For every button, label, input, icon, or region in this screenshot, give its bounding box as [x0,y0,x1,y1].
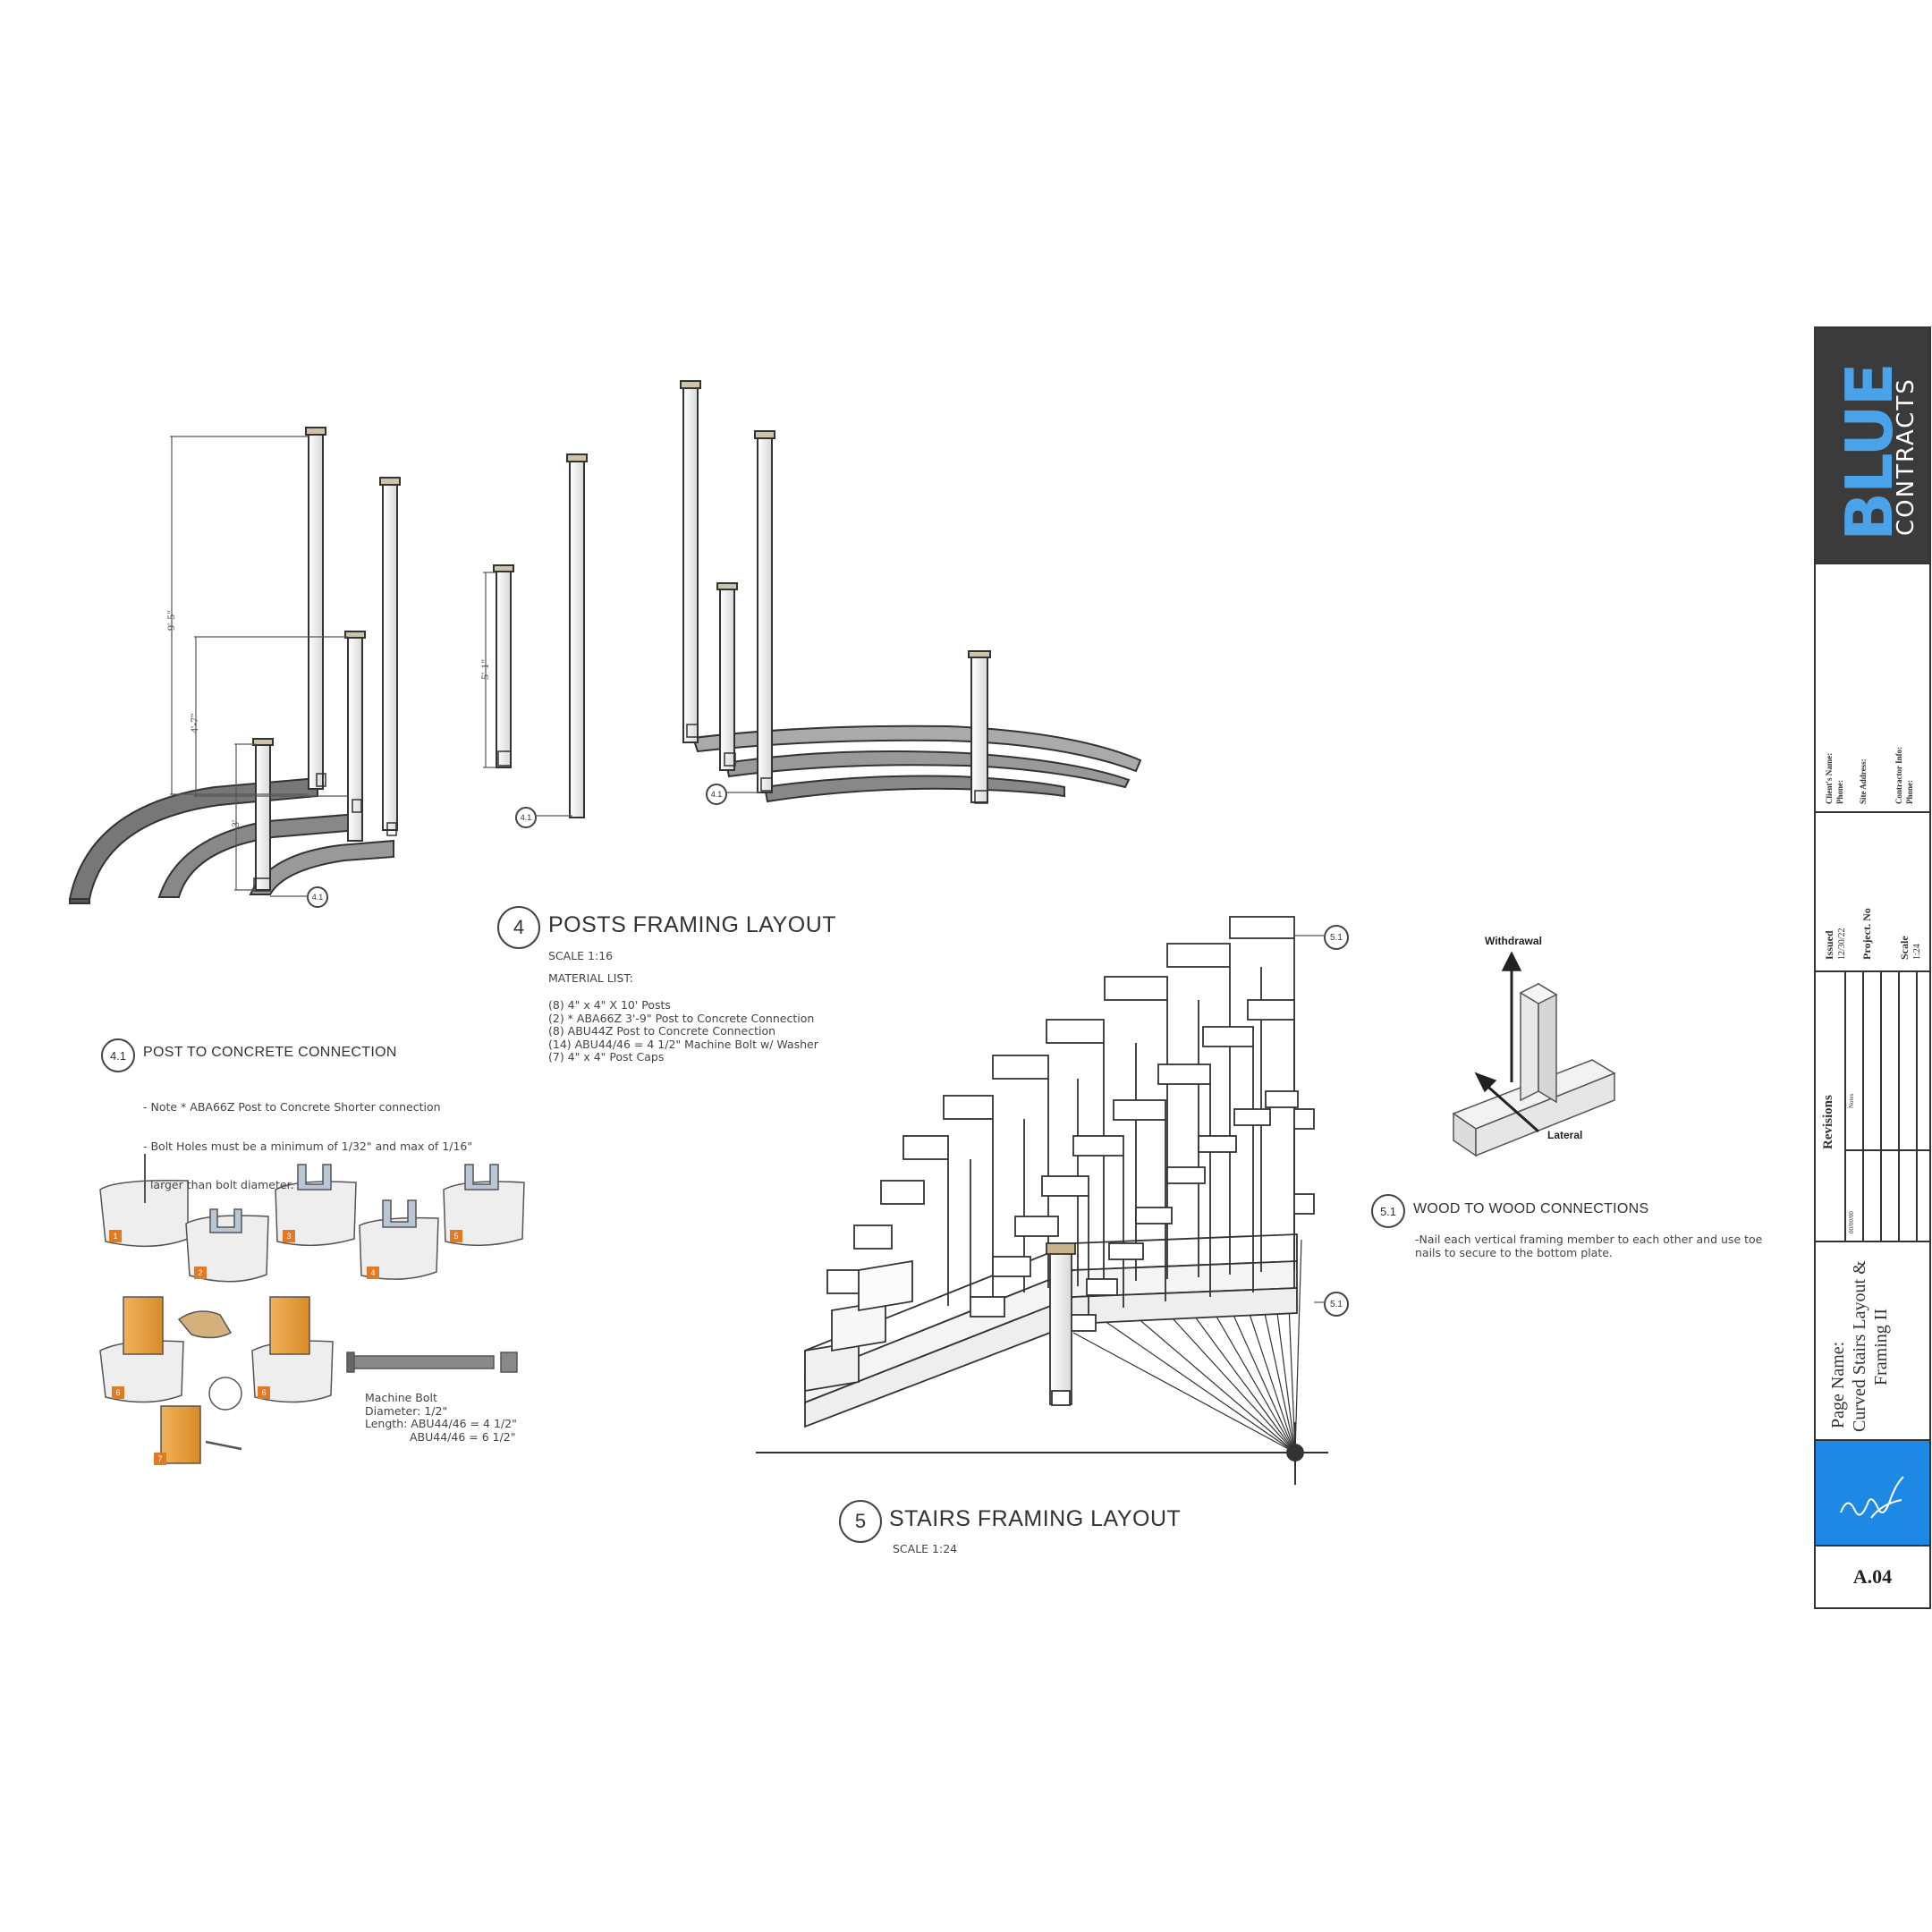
dimension-label: 4'-7" [188,712,200,733]
drawing-5-title: STAIRS FRAMING LAYOUT [889,1506,1182,1531]
page-name-line: Curved Stairs Layout & [1850,1260,1869,1432]
revisions-label: Revisions [1821,1095,1835,1149]
callout-bubble-5-1[interactable]: 5.1 [1324,925,1349,950]
detail-5-1-note: -Nail each vertical framing member to ea… [1415,1233,1762,1259]
callout-leaders-5-1 [1294,935,1324,1303]
bolt-label-line: ABU44/46 = 6 1/2" [410,1429,516,1444]
drawing-number-4: 4 [497,906,540,949]
step-tag: 5 [450,1230,462,1242]
material-list: (8) 4" x 4" X 10' Posts (2) * ABA66Z 3'-… [548,998,818,1064]
contractor-phone-field: Phone: [1905,780,1914,804]
page-name-section: Page Name: Curved Stairs Layout & Framin… [1816,1241,1929,1441]
site-address-field: Site Address: [1859,758,1868,804]
page-name-line: Page Name: [1828,1341,1848,1428]
note-line: -Nail each vertical framing member to ea… [1415,1233,1763,1246]
material-item: (7) 4" x 4" Post Caps [548,1050,665,1063]
material-item: (14) ABU44/46 = 4 1/2" Machine Bolt w/ W… [548,1037,818,1051]
material-item: (8) ABU44Z Post to Concrete Connection [548,1024,776,1038]
lateral-label: Lateral [1547,1129,1583,1141]
client-name-field: Client's Name: [1825,752,1834,804]
client-info-section: Client's Name: Phone: Site Address: Cont… [1816,563,1929,813]
bolt-label-line: Length: ABU44/46 = 4 1/2" [365,1417,517,1430]
detail-number-5-1: 5.1 [1371,1194,1405,1228]
revisions-section: Revisions Notes 00/00/00 [1816,970,1929,1242]
material-item: (8) 4" x 4" X 10' Posts [548,998,671,1012]
client-phone-field: Phone: [1835,780,1844,804]
issued-date: 12/30/22 [1837,928,1847,960]
issue-info-section: Issued 12/30/22 Project. No Scale 1:24 [1816,811,1929,972]
scale-value: 1:24 [1912,944,1922,960]
dimension-label: 5'-1" [479,658,491,680]
signature-panel [1816,1439,1929,1546]
sheet-number: A.04 [1852,1565,1893,1588]
callout-leaders-4-1 [270,792,761,897]
scale-label: Scale [1898,936,1911,960]
step-tag: 1 [109,1230,122,1242]
detail-4-1-illustration [99,1154,525,1464]
issued-label: Issued [1823,930,1835,960]
detail-5-1-illustration [1452,951,1616,1157]
drawing-5-scale: SCALE 1:24 [893,1542,958,1555]
drawing-number-5: 5 [839,1500,882,1543]
detail-5-1-title: WOOD TO WOOD CONNECTIONS [1413,1201,1649,1216]
project-number-label: Project. No [1860,908,1873,960]
dimension-lines-left [170,436,348,891]
step-tag: 2 [194,1267,207,1279]
callout-bubble-4-1[interactable]: 4.1 [706,784,727,805]
revision-date: 00/00/00 [1848,1211,1855,1233]
callout-bubble-4-1[interactable]: 4.1 [515,807,537,828]
posts-group-middle [493,453,588,818]
detail-4-1-notes: - Note * ABA66Z Post to Concrete Shorter… [143,1075,472,1205]
drawing-4-title: POSTS FRAMING LAYOUT [548,912,837,937]
dimension-label: 9'-5" [165,609,177,631]
company-logo: BLUE CONTRACTS [1816,328,1929,563]
dimension-label: 3'- [229,816,242,827]
contractor-info-field: Contractor Info: [1894,746,1903,804]
stairs-framing-drawing [756,916,1328,1485]
detail-number-4-1: 4.1 [101,1038,135,1072]
withdrawal-label: Withdrawal [1485,935,1542,947]
step-tag: 3 [283,1230,295,1242]
logo-word-contracts: CONTRACTS [1893,377,1919,536]
callout-bubble-4-1[interactable]: 4.1 [307,886,328,908]
bolt-label-line: Machine Bolt [365,1391,437,1404]
machine-bolt-label: Machine Bolt Diameter: 1/2" Length: ABU4… [365,1391,517,1444]
step-tag: 4 [367,1267,379,1279]
step-tag: 7 [154,1453,166,1465]
detail-4-1-title: POST TO CONCRETE CONNECTION [143,1045,397,1060]
sheet-number-section: A.04 [1816,1545,1929,1607]
dimension-lines-middle [483,572,496,768]
callout-bubble-5-1[interactable]: 5.1 [1324,1292,1349,1317]
posts-group-right [680,380,1142,804]
revisions-notes-header: Notes [1848,1093,1855,1108]
note-line: nails to secure to the bottom plate. [1415,1245,1613,1259]
title-block: BLUE CONTRACTS Client's Name: Phone: Sit… [1814,326,1931,1609]
note-line: larger than bolt diameter. [143,1178,294,1191]
step-tag: 6 [112,1386,124,1399]
material-list-heading: MATERIAL LIST: [548,971,633,985]
note-line: - Bolt Holes must be a minimum of 1/32" … [143,1139,473,1153]
step-tag: 6 [258,1386,270,1399]
signature [1840,1476,1904,1519]
posts-group-left [68,427,401,904]
note-line: - Note * ABA66Z Post to Concrete Shorter… [143,1100,441,1114]
material-item: (2) * ABA66Z 3'-9" Post to Concrete Conn… [548,1011,815,1025]
page-name-line: Framing II [1871,1308,1891,1385]
drawing-4-scale: SCALE 1:16 [548,949,614,962]
bolt-label-line: Diameter: 1/2" [365,1403,448,1418]
